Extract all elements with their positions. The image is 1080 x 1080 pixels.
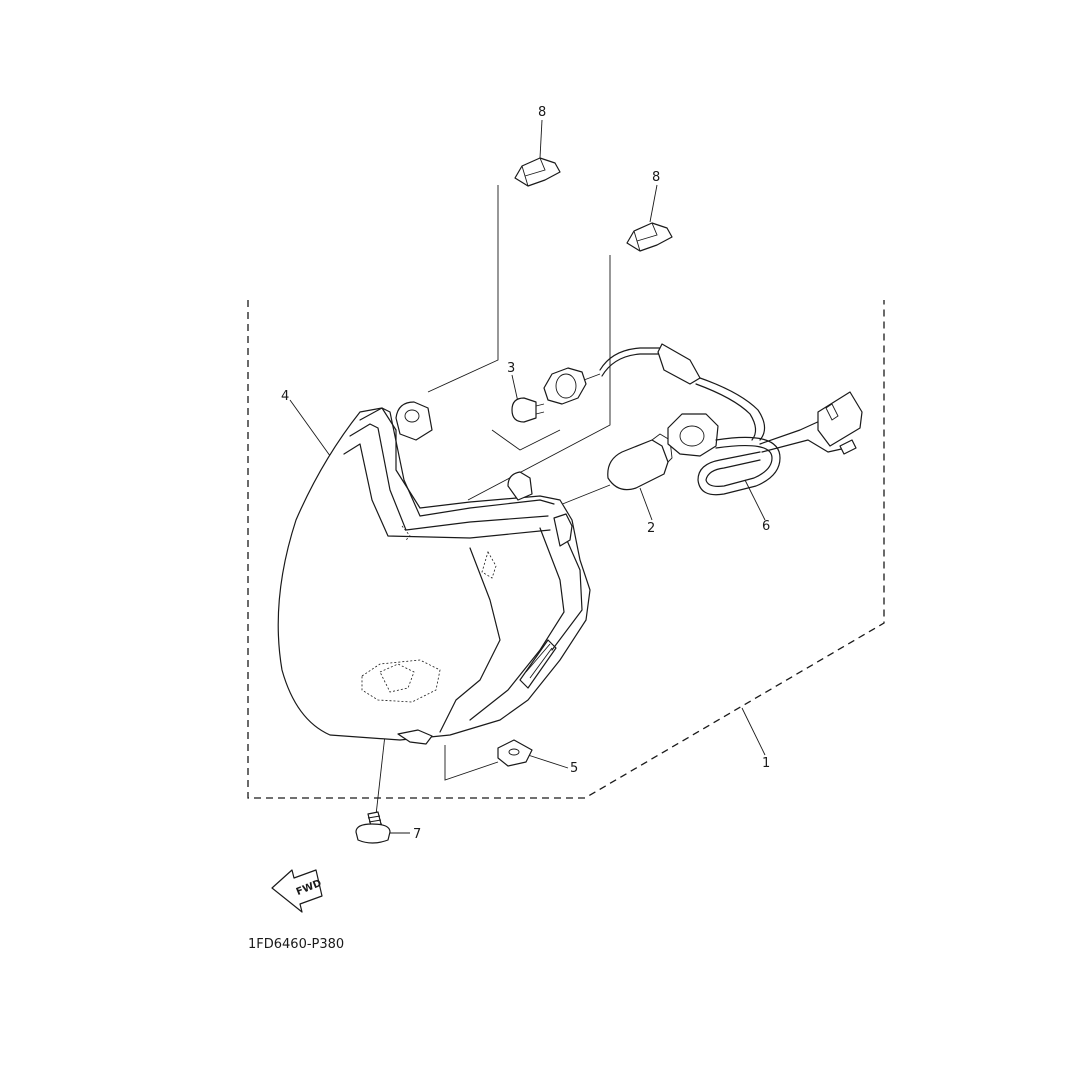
callout-5: 5 <box>570 761 578 776</box>
clip-8-upper <box>514 157 561 187</box>
callout-3: 3 <box>507 361 515 376</box>
callout-2: 2 <box>647 521 655 536</box>
callout-4: 4 <box>281 389 289 404</box>
bolt-7 <box>355 811 391 844</box>
leader-lines <box>289 119 766 834</box>
callout-6: 6 <box>762 519 770 534</box>
callout-7: 7 <box>413 827 421 842</box>
wire-harness-6 <box>599 343 863 496</box>
bulb-2 <box>607 433 673 491</box>
diagram-code: 1FD6460-P380 <box>248 937 344 952</box>
callout-1: 1 <box>762 756 770 771</box>
position-bulb-socket <box>543 367 601 405</box>
callout-8-lower: 8 <box>652 170 660 185</box>
callout-labels: 8 8 3 4 2 6 5 1 7 <box>281 105 770 842</box>
nut-5 <box>497 739 533 767</box>
headlight-unit-4 <box>277 401 591 745</box>
bulb-3 <box>511 397 545 423</box>
clip-8-lower <box>626 222 673 252</box>
callout-8-upper: 8 <box>538 105 546 120</box>
fwd-arrow-icon: FWD <box>271 869 323 913</box>
assembly-boundary <box>247 300 885 799</box>
